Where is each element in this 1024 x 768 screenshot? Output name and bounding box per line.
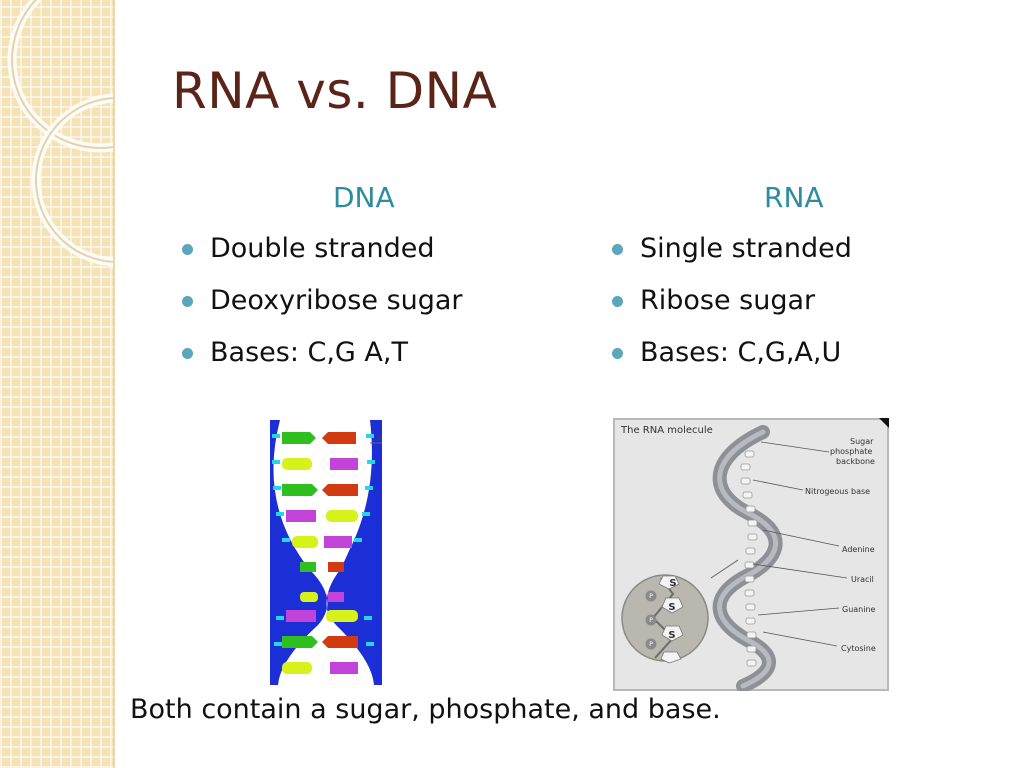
side-band-edge bbox=[113, 0, 115, 768]
dna-column-heading: DNA bbox=[333, 181, 395, 214]
decorative-side-band bbox=[0, 0, 115, 768]
rna-backbone-inset: S S S P P P bbox=[621, 574, 709, 664]
adenine-label: Adenine bbox=[842, 545, 875, 554]
phosphate-letter: P bbox=[649, 593, 653, 600]
dna-backbone-ticks bbox=[272, 434, 375, 646]
rna-labels: Sugar phosphate backbone Nitrogeous base… bbox=[805, 437, 876, 653]
phosphate-letter: P bbox=[649, 641, 653, 648]
list-item: Ribose sugar bbox=[610, 285, 852, 337]
footer-note: Both contain a sugar, phosphate, and bas… bbox=[130, 694, 721, 725]
rna-nucleotide-tabs bbox=[740, 450, 758, 667]
rna-figure-title: The RNA molecule bbox=[620, 425, 713, 436]
cytosine-label: Cytosine bbox=[841, 644, 876, 653]
rna-column-heading: RNA bbox=[764, 181, 824, 214]
phosphate-letter: P bbox=[649, 617, 653, 624]
rna-bullet-list: Single stranded Ribose sugar Bases: C,G,… bbox=[610, 233, 852, 389]
uracil-label: Uracil bbox=[851, 575, 874, 584]
rna-molecule-illustration: The RNA molecule Sugar phosphate backbon… bbox=[613, 418, 889, 691]
bullet-text: Bases: C,G A,T bbox=[210, 337, 408, 368]
guanine-label: Guanine bbox=[842, 605, 876, 614]
dna-bullet-list: Double stranded Deoxyribose sugar Bases:… bbox=[180, 233, 463, 389]
decorative-circles bbox=[7, 0, 115, 267]
backbone-label-line-2: phosphate bbox=[830, 447, 872, 456]
rna-label-leaders bbox=[710, 441, 848, 647]
bullet-dot-icon bbox=[612, 244, 623, 255]
list-item: Double stranded bbox=[180, 233, 463, 285]
bullet-text: Deoxyribose sugar bbox=[210, 285, 463, 316]
list-item: Bases: C,G A,T bbox=[180, 337, 463, 389]
bullet-dot-icon bbox=[182, 244, 193, 255]
dna-figure-label: o bbox=[377, 433, 382, 442]
dna-base-pairs bbox=[282, 432, 358, 674]
bullet-dot-icon bbox=[612, 348, 623, 359]
nitrogeous-base-label: Nitrogeous base bbox=[805, 487, 870, 496]
sugar-letter: S bbox=[668, 630, 675, 641]
backbone-label-line-3: backbone bbox=[836, 457, 875, 466]
bullet-text: Single stranded bbox=[640, 233, 852, 264]
list-item: Single stranded bbox=[610, 233, 852, 285]
bullet-dot-icon bbox=[612, 296, 623, 307]
list-item: Bases: C,G,A,U bbox=[610, 337, 852, 389]
slide-title: RNA vs. DNA bbox=[172, 62, 498, 120]
bullet-text: Bases: C,G,A,U bbox=[640, 337, 842, 368]
bullet-dot-icon bbox=[182, 348, 193, 359]
bullet-text: Ribose sugar bbox=[640, 285, 816, 316]
bullet-dot-icon bbox=[182, 296, 193, 307]
bullet-text: Double stranded bbox=[210, 233, 435, 264]
sugar-letter: S bbox=[669, 578, 676, 589]
sugar-letter: S bbox=[668, 602, 675, 613]
list-item: Deoxyribose sugar bbox=[180, 285, 463, 337]
dna-helix-illustration: o bbox=[270, 420, 382, 685]
backbone-label-line-1: Sugar bbox=[850, 437, 874, 446]
